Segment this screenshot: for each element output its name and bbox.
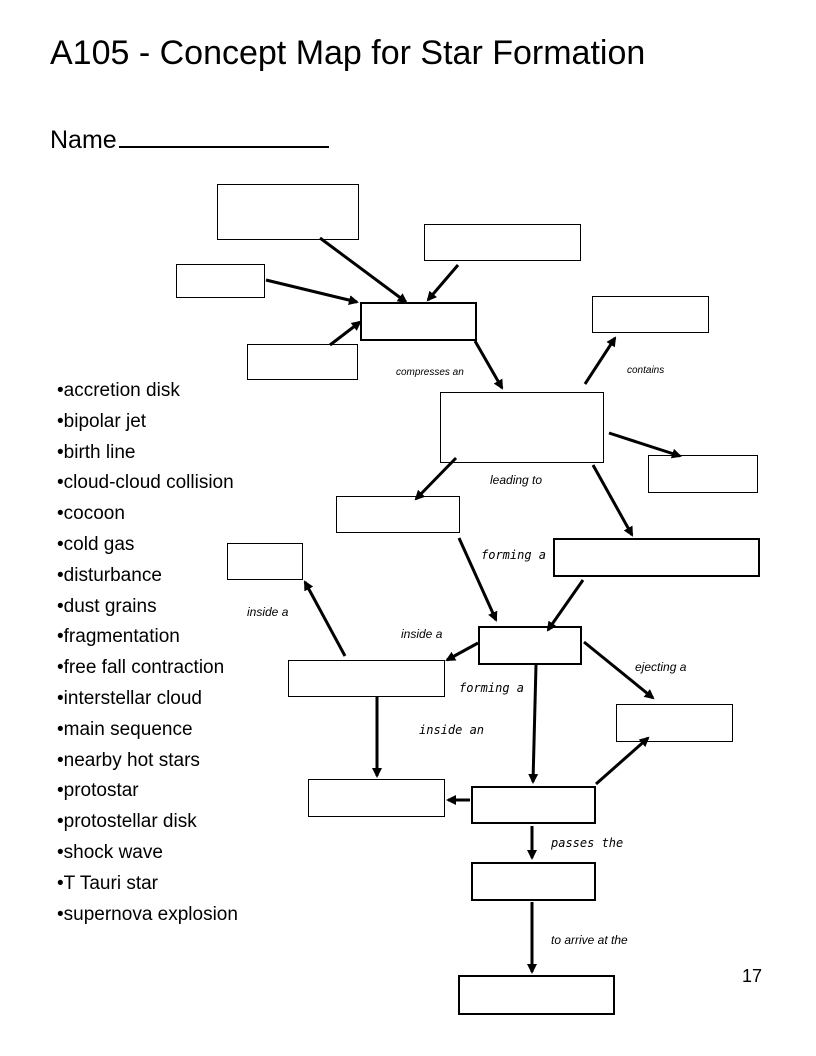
concept-box-blank[interactable] <box>227 543 303 580</box>
concept-box-blank[interactable] <box>471 786 596 824</box>
arrow <box>265 278 359 305</box>
name-blank-line[interactable] <box>118 124 329 148</box>
arrow <box>473 340 504 390</box>
name-field[interactable]: Name <box>50 124 329 155</box>
concept-box-blank[interactable] <box>471 862 596 901</box>
arrow <box>426 264 460 302</box>
term-item: bipolar jet <box>57 407 238 438</box>
term-item: birth line <box>57 438 238 469</box>
term-item: cold gas <box>57 530 238 561</box>
concept-box-blank[interactable] <box>336 496 460 533</box>
concept-box-blank[interactable] <box>308 779 445 817</box>
arrow <box>329 320 362 347</box>
link-label: inside an <box>419 723 485 737</box>
arrow <box>414 456 458 501</box>
link-label: to arrive at the <box>551 933 628 947</box>
term-item: disturbance <box>57 561 238 592</box>
term-item: shock wave <box>57 838 238 869</box>
term-item: interstellar cloud <box>57 684 238 715</box>
concept-box-blank[interactable] <box>592 296 709 333</box>
term-item: protostar <box>57 776 238 807</box>
concept-box-blank[interactable] <box>424 224 581 261</box>
arrow <box>608 431 682 459</box>
term-item: cloud-cloud collision <box>57 468 238 499</box>
term-item: main sequence <box>57 715 238 746</box>
term-item: supernova explosion <box>57 900 238 931</box>
concept-box-blank[interactable] <box>648 455 758 493</box>
term-list: accretion disk bipolar jet birth line cl… <box>57 376 238 930</box>
link-label: forming a <box>481 548 547 562</box>
arrow <box>457 537 498 622</box>
concept-box-blank[interactable] <box>247 344 358 380</box>
concept-box-blank[interactable] <box>616 704 733 742</box>
arrow <box>445 641 479 662</box>
term-item: free fall contraction <box>57 653 238 684</box>
term-item: fragmentation <box>57 622 238 653</box>
concept-box-blank[interactable] <box>217 184 359 240</box>
concept-box-blank[interactable] <box>478 626 582 665</box>
concept-box-blank[interactable] <box>458 975 615 1015</box>
arrow <box>319 236 408 304</box>
link-label: contains <box>627 365 665 376</box>
concept-box-blank[interactable] <box>288 660 445 697</box>
term-item: cocoon <box>57 499 238 530</box>
arrow <box>583 336 617 385</box>
concept-box-blank[interactable] <box>553 538 760 577</box>
link-label: passes the <box>551 836 624 850</box>
link-label: compresses an <box>396 367 464 378</box>
term-item: T Tauri star <box>57 869 238 900</box>
term-item: protostellar disk <box>57 807 238 838</box>
link-label: forming a <box>459 681 525 695</box>
arrow <box>591 464 634 537</box>
name-label: Name <box>50 126 117 154</box>
link-label: ejecting a <box>635 660 687 674</box>
arrow <box>528 664 539 784</box>
arrow <box>303 580 347 657</box>
link-label: inside a <box>247 605 289 619</box>
arrow <box>583 640 655 700</box>
page-number: 17 <box>742 966 763 986</box>
concept-box-blank[interactable] <box>176 264 265 298</box>
term-item: dust grains <box>57 592 238 623</box>
term-item: nearby hot stars <box>57 746 238 777</box>
page-title: A105 - Concept Map for Star Formation <box>50 34 646 72</box>
link-label: leading to <box>490 473 543 487</box>
concept-box-blank[interactable] <box>440 392 604 463</box>
arrow <box>595 736 650 786</box>
term-item: accretion disk <box>57 376 238 407</box>
link-label: inside a <box>401 627 443 641</box>
arrow <box>546 579 585 632</box>
